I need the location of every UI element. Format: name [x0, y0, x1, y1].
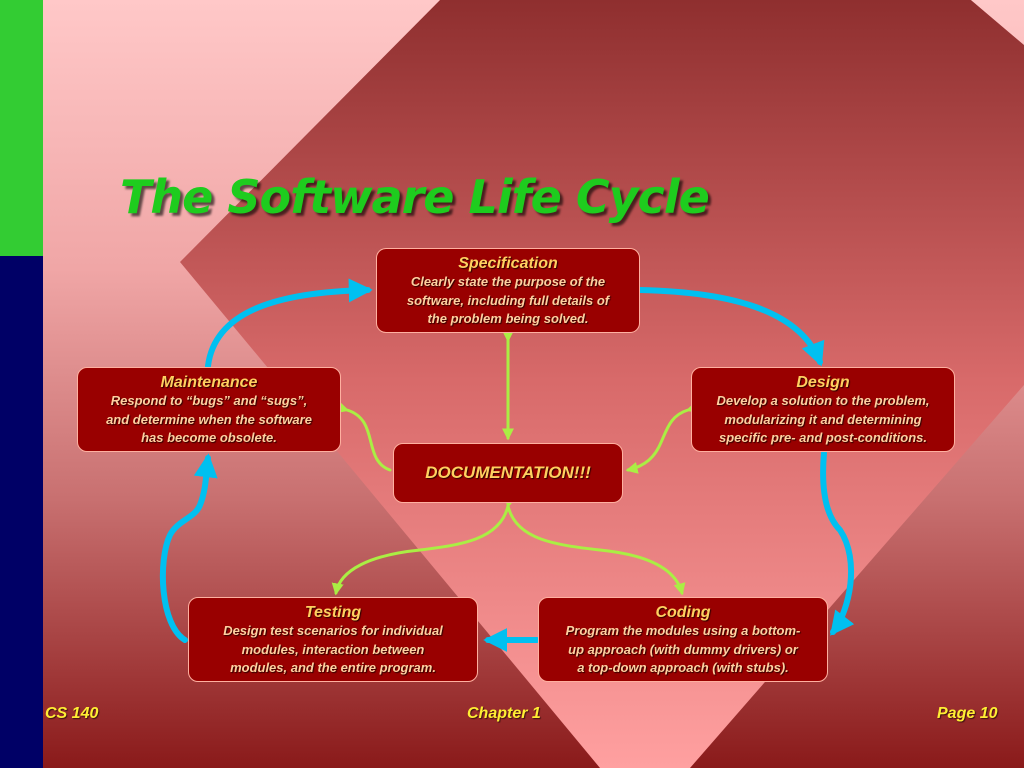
testing-box: Testing Design test scenarios for indivi…: [188, 597, 478, 682]
arrow-doc-design: [625, 401, 699, 474]
specification-line-1: Clearly state the purpose of the: [410, 274, 606, 289]
coding-line-1: Program the modules using a bottom-: [565, 623, 801, 638]
testing-line-2: modules, interaction between: [241, 641, 425, 657]
maintenance-box: Maintenance Respond to “bugs” and “sugs”…: [77, 367, 341, 452]
documentation-label: DOCUMENTATION!!!: [425, 463, 591, 482]
arrow-doc-coding: [506, 504, 686, 596]
design-line-3: specific pre- and post-conditions.: [718, 430, 928, 445]
specification-box: Specification Clearly state the purpose …: [376, 248, 640, 333]
arrow-maintenance-to-spec: [205, 278, 373, 369]
testing-line-3: modules, and the entire program.: [230, 660, 436, 675]
cycle-arrows: [159, 278, 855, 652]
arrow-testing-to-maintenance: [159, 453, 218, 643]
coding-line-3: a top-down approach (with stubs).: [577, 660, 789, 675]
sidebar-accent-navy: [0, 256, 43, 768]
maintenance-heading: Maintenance: [160, 374, 258, 391]
documentation-arrows: [331, 330, 699, 596]
design-line-1: Develop a solution to the problem,: [716, 393, 930, 408]
slide-title: The Software Life Cycle: [120, 170, 710, 224]
footer-page-number: Page 10: [937, 705, 998, 722]
coding-box: Coding Program the modules using a botto…: [538, 597, 828, 682]
coding-heading: Coding: [655, 604, 711, 621]
sidebar-accent-green: [0, 0, 43, 256]
coding-line-2: up approach (with dummy drivers) or: [568, 641, 798, 657]
specification-heading: Specification: [458, 255, 558, 272]
maintenance-line-3: has become obsolete.: [141, 430, 277, 445]
maintenance-line-2: and determine when the software: [106, 411, 312, 427]
design-heading: Design: [796, 374, 850, 391]
testing-line-1: Design test scenarios for individual: [223, 623, 443, 638]
arrow-design-to-coding: [820, 450, 855, 636]
documentation-box: DOCUMENTATION!!!: [393, 443, 623, 503]
testing-heading: Testing: [304, 604, 362, 621]
footer-course: CS 140: [45, 705, 99, 722]
design-line-2: modularizing it and determining: [724, 411, 922, 427]
footer-chapter: Chapter 1: [467, 705, 541, 722]
arrow-doc-maintenance: [336, 401, 392, 472]
specification-line-2: software, including full details of: [406, 292, 610, 308]
specification-line-3: the problem being solved.: [427, 311, 589, 326]
arrow-spec-to-design: [637, 287, 825, 367]
maintenance-line-1: Respond to “bugs” and “sugs”,: [110, 393, 308, 408]
arrow-doc-testing: [331, 495, 517, 596]
design-box: Design Develop a solution to the problem…: [691, 367, 955, 452]
